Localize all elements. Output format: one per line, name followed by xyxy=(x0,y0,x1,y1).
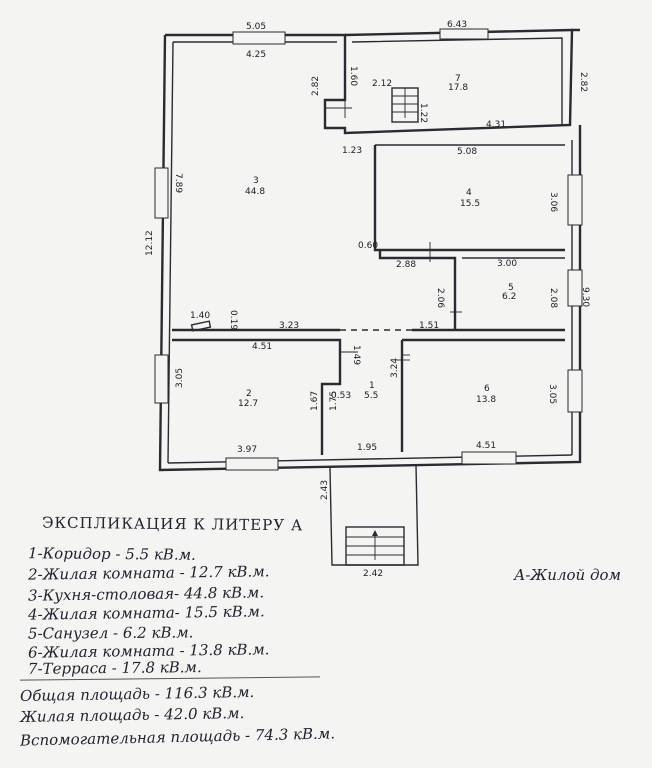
dim-label: 2.12 xyxy=(372,79,392,89)
room-number: 3 xyxy=(253,176,259,186)
room-area: 17.8 xyxy=(448,83,468,93)
room-number: 6 xyxy=(484,384,490,394)
dim-label: 1.95 xyxy=(357,443,377,453)
room-area: 44.8 xyxy=(245,187,265,197)
dim-label: 0.53 xyxy=(331,391,351,401)
dim-label: 1.40 xyxy=(190,311,210,321)
dim-label: 1.75 xyxy=(329,391,339,411)
dim-label: 4.51 xyxy=(476,441,496,451)
legend-item: 5-Санузел - 6.2 кВ.м. xyxy=(27,623,194,643)
room-area: 5.5 xyxy=(364,391,378,401)
house-label: А-Жилой дом xyxy=(514,566,621,584)
explication-title: ЭКСПЛИКАЦИЯ К ЛИТЕРУ А xyxy=(41,513,304,535)
dim-label: 9.30 xyxy=(580,287,590,307)
room-labels: 7 17.8 3 44.8 4 15.5 5 6.2 2 12.7 1 5.5 … xyxy=(238,74,516,409)
dim-label: 1.22 xyxy=(418,103,428,123)
legend-item: 4-Жилая комната- 15.5 кВ.м. xyxy=(27,602,265,624)
room-number: 4 xyxy=(466,188,472,198)
dim-label: 7.89 xyxy=(173,173,183,193)
legend-item: 1-Коридор - 5.5 кВ.м. xyxy=(27,544,196,564)
dim-label: 5.08 xyxy=(457,147,477,157)
room-number: 1 xyxy=(369,381,375,391)
dim-label: 3.00 xyxy=(497,259,517,269)
dim-label: 1.60 xyxy=(348,66,358,86)
room-area: 12.7 xyxy=(238,399,258,409)
dim-label: 0.60 xyxy=(358,241,378,251)
dim-label: 1.51 xyxy=(419,321,439,331)
legend-item: 3-Кухня-столовая- 44.8 кВ.м. xyxy=(27,583,265,605)
room-number: 5 xyxy=(508,283,514,293)
dim-label: 3.05 xyxy=(547,384,557,404)
dim-label: 4.31 xyxy=(486,120,506,130)
windows xyxy=(154,28,583,471)
auxiliary-area: Вспомогательная площадь - 74.3 кВ.м. xyxy=(19,724,336,750)
dim-label: 2.08 xyxy=(548,288,558,308)
dim-label: 3.23 xyxy=(279,321,299,331)
dim-label: 2.88 xyxy=(396,260,416,270)
dim-label: 4.51 xyxy=(252,342,272,352)
dim-label: 2.43 xyxy=(320,480,330,500)
dim-label: 2.06 xyxy=(435,288,445,308)
living-area: Жилая площадь - 42.0 кВ.м. xyxy=(19,704,245,726)
dimension-labels: 5.05 6.43 4.25 1.60 2.12 2.82 1.22 4.31 … xyxy=(145,20,590,579)
legend-item: 7-Терраса - 17.8 кВ.м. xyxy=(27,658,202,678)
dim-label: 3.97 xyxy=(237,445,257,455)
dim-label: 2.42 xyxy=(363,569,383,579)
room-number: 2 xyxy=(246,389,252,399)
dim-label: 6.43 xyxy=(447,20,467,30)
dim-label: 3.06 xyxy=(548,192,558,212)
dim-label: 4.25 xyxy=(246,50,266,60)
room-number: 7 xyxy=(455,74,461,84)
dim-label: 3.24 xyxy=(390,358,400,378)
dim-label: 5.05 xyxy=(246,22,266,32)
terrace-stairs xyxy=(391,87,419,123)
room-area: 13.8 xyxy=(476,395,496,405)
total-area: Общая площадь - 116.3 кВ.м. xyxy=(19,682,255,706)
dim-label: 1.49 xyxy=(351,345,361,365)
dim-label: 0.19 xyxy=(228,310,238,330)
floor-plan: 5.05 6.43 4.25 1.60 2.12 2.82 1.22 4.31 … xyxy=(145,20,590,579)
dim-label: 1.67 xyxy=(310,391,320,411)
dim-label: 12.12 xyxy=(145,230,155,256)
interior-walls xyxy=(172,100,565,455)
legend-item: 2-Жилая комната - 12.7 кВ.м. xyxy=(27,562,270,584)
entrance-porch xyxy=(329,464,419,566)
dim-label: 1.23 xyxy=(342,146,362,156)
dim-label: 3.05 xyxy=(175,368,185,388)
dim-label: 2.82 xyxy=(578,72,588,92)
room-area: 15.5 xyxy=(460,199,480,209)
dim-label: 2.82 xyxy=(311,76,321,96)
room-area: 6.2 xyxy=(502,292,516,302)
